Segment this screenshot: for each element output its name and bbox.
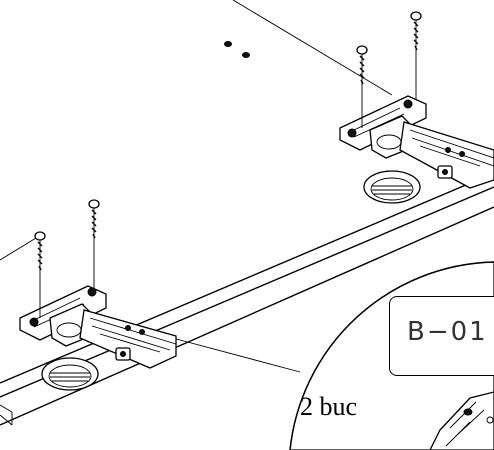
cup-hole-right <box>363 170 421 204</box>
screw-left-b <box>88 199 100 288</box>
screw-right-b <box>410 11 422 100</box>
leader-lines <box>0 0 393 373</box>
hinge-detail-icon <box>429 391 494 450</box>
screw-right-a <box>356 45 368 128</box>
cup-hole-left <box>41 357 99 391</box>
hinge-left <box>19 199 177 391</box>
pilot-holes <box>224 41 250 58</box>
quantity-label: 2 buc <box>300 392 358 421</box>
hinge-right <box>339 11 494 204</box>
part-code-box <box>389 296 494 376</box>
screw-left-a <box>34 231 46 318</box>
part-code-label: B−01 <box>407 317 488 347</box>
